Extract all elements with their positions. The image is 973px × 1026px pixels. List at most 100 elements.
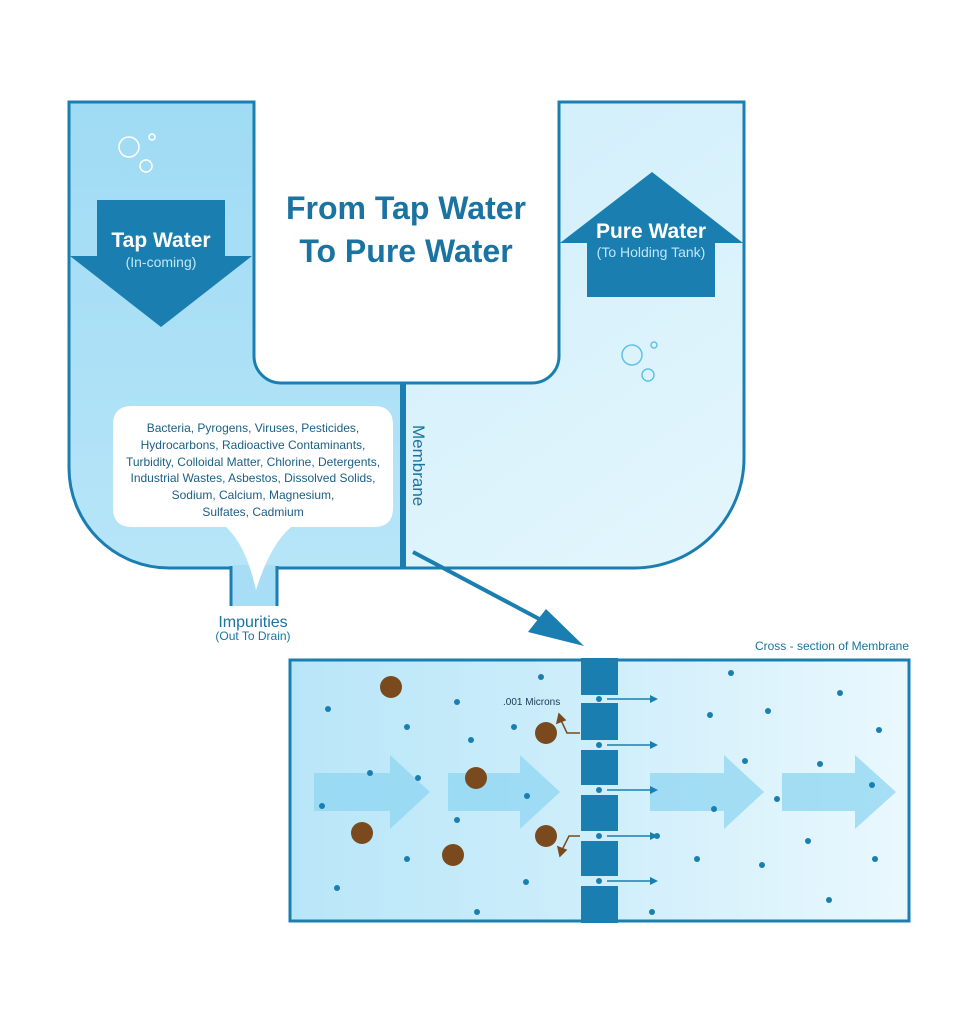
- rejection-arrowhead-icon: [555, 712, 567, 725]
- water-molecule: [742, 758, 748, 764]
- membrane-line: [400, 383, 406, 568]
- bubbles-right: [621, 341, 658, 382]
- water-molecule: [538, 674, 544, 680]
- pore-arrowhead-icon: [650, 786, 658, 794]
- water-molecule: [774, 796, 780, 802]
- pointer-arrow-shaft: [412, 550, 561, 632]
- page-title: From Tap Water To Pure Water: [286, 190, 526, 269]
- membrane-segment: [581, 795, 618, 831]
- contaminant-particles: [351, 676, 557, 866]
- pointer-arrow: [412, 550, 584, 646]
- title-line-2: To Pure Water: [299, 233, 512, 269]
- cross-section-label: Cross - section of Membrane: [755, 639, 909, 653]
- water-molecule: [523, 879, 529, 885]
- membrane-segment: [581, 886, 618, 923]
- water-molecule: [325, 706, 331, 712]
- tap-water-sublabel: (In-coming): [126, 254, 197, 270]
- impurities-label: Impurities: [218, 614, 287, 631]
- water-molecule: [474, 909, 480, 915]
- u-tank: [67, 100, 746, 606]
- tank-outline: [67, 100, 746, 570]
- water-molecule: [649, 909, 655, 915]
- contaminant-line: Industrial Wastes, Asbestos, Dissolved S…: [131, 471, 376, 485]
- tap-water-label: Tap Water: [111, 229, 210, 252]
- water-molecule: [596, 787, 602, 793]
- membrane-segment: [581, 658, 618, 695]
- bubble-icon: [139, 159, 153, 173]
- water-molecule: [524, 793, 530, 799]
- water-molecule: [817, 761, 823, 767]
- water-molecule: [694, 856, 700, 862]
- water-molecule: [454, 817, 460, 823]
- contaminant-particle: [442, 844, 464, 866]
- bubble-icon: [118, 136, 140, 158]
- water-molecule: [759, 862, 765, 868]
- contaminant-line: Hydrocarbons, Radioactive Contaminants,: [141, 438, 366, 452]
- pore-flow: [596, 695, 658, 703]
- water-molecule: [319, 803, 325, 809]
- rejection-arrowhead-icon: [556, 845, 568, 858]
- pore-flow: [596, 786, 658, 794]
- membrane-label: Membrane: [409, 425, 428, 506]
- contaminant-particle: [535, 825, 557, 847]
- water-molecule: [728, 670, 734, 676]
- water-molecule: [805, 838, 811, 844]
- contaminant-line: Bacteria, Pyrogens, Viruses, Pesticides,: [147, 421, 360, 435]
- title-line-1: From Tap Water: [286, 190, 526, 226]
- water-molecule: [596, 878, 602, 884]
- membrane-segment: [581, 750, 618, 785]
- contaminant-line: Sodium, Calcium, Magnesium,: [172, 488, 335, 502]
- bubble-icon: [641, 368, 655, 382]
- bubble-icon: [650, 341, 658, 349]
- pore-flow: [596, 741, 658, 749]
- bubble-icon: [148, 133, 156, 141]
- water-molecule: [367, 770, 373, 776]
- pore-arrowhead-icon: [650, 877, 658, 885]
- water-molecule: [334, 885, 340, 891]
- membrane-wall: [581, 658, 618, 923]
- rejection-arrow-shaft: [560, 835, 580, 853]
- water-molecule: [826, 897, 832, 903]
- cross-section-panel: .001 Microns: [288, 658, 911, 923]
- contaminant-particle: [465, 767, 487, 789]
- contaminant-line: Turbidity, Colloidal Matter, Chlorine, D…: [126, 455, 380, 469]
- bubbles-left: [118, 133, 156, 173]
- water-molecule: [837, 690, 843, 696]
- water-molecule: [654, 833, 660, 839]
- water-molecule: [711, 806, 717, 812]
- water-molecule: [707, 712, 713, 718]
- water-molecule: [596, 742, 602, 748]
- pure-water-sublabel: (To Holding Tank): [597, 244, 706, 260]
- rejection-arrows: [555, 712, 580, 858]
- contaminant-line: Sulfates, Cadmium: [202, 505, 303, 519]
- flow-arrow-icon: [650, 755, 764, 829]
- tap-water-arrow: Tap Water (In-coming): [70, 200, 252, 327]
- water-molecule: [596, 833, 602, 839]
- contaminant-particle: [535, 722, 557, 744]
- micron-label: .001 Microns: [503, 697, 560, 708]
- up-arrow-icon: [560, 172, 743, 297]
- water-molecule: [404, 856, 410, 862]
- water-molecule: [765, 708, 771, 714]
- contaminants-bubble-shape: [113, 406, 393, 590]
- water-molecule: [415, 775, 421, 781]
- contaminants-bubble: Bacteria, Pyrogens, Viruses, Pesticides,…: [113, 406, 393, 590]
- contaminant-particle: [380, 676, 402, 698]
- flow-arrow-icon: [314, 755, 430, 829]
- flow-arrow-icon: [782, 755, 896, 829]
- water-molecule: [876, 727, 882, 733]
- pointer-arrowhead-icon: [528, 609, 584, 646]
- pore-arrowhead-icon: [650, 695, 658, 703]
- water-molecule: [511, 724, 517, 730]
- water-molecule: [404, 724, 410, 730]
- water-molecules: [319, 670, 882, 915]
- water-molecule: [869, 782, 875, 788]
- membrane-pores: [596, 695, 658, 885]
- pure-water-label: Pure Water: [596, 220, 706, 243]
- membrane-segment: [581, 841, 618, 876]
- bubble-icon: [621, 344, 643, 366]
- water-molecule: [468, 737, 474, 743]
- water-molecule: [596, 696, 602, 702]
- water-molecule: [454, 699, 460, 705]
